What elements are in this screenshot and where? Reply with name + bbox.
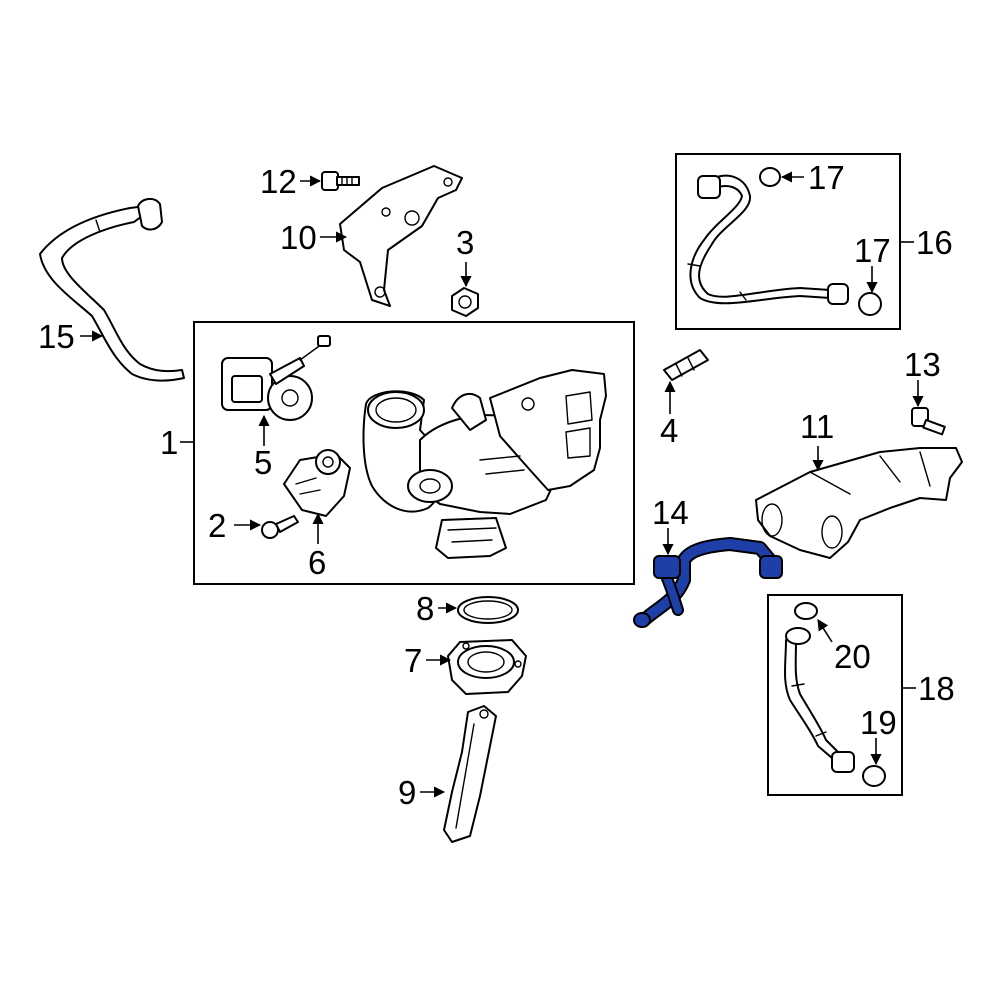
callout-11: 11 [800,408,834,445]
part-3-nut[interactable] [451,287,479,317]
part-5-actuator[interactable] [221,335,331,421]
leader-20 [817,619,833,643]
callout-2: 2 [208,507,226,544]
part-1-turbocharger[interactable] [362,369,607,559]
callout-16: 16 [916,224,953,261]
part-9-bracket[interactable] [443,705,497,843]
part-6-actuator[interactable] [283,449,351,517]
part-17-oring-bottom[interactable] [858,292,882,316]
callout-4: 4 [660,412,678,449]
part-12-bolt[interactable] [321,171,360,191]
callout-3: 3 [456,224,474,261]
part-7-flange[interactable] [447,639,527,695]
part-11-heat-shield[interactable] [755,447,963,559]
callout-17a: 17 [808,159,845,196]
part-2-bolt[interactable] [261,515,299,539]
turbo-assembly-box [193,321,635,585]
part-14-oil-line[interactable] [633,537,783,628]
callout-5: 5 [254,444,272,481]
callout-13: 13 [904,346,941,383]
part-13-bolt[interactable] [911,407,946,436]
callout-19: 19 [860,704,897,741]
callout-14: 14 [652,494,689,531]
callout-7: 7 [404,642,422,679]
callout-18: 18 [918,670,955,707]
leader-lines [80,171,924,798]
part-10-bracket[interactable] [339,165,463,307]
part-16-line[interactable] [687,174,849,305]
callout-9: 9 [398,774,416,811]
callout-8: 8 [416,590,434,627]
callout-17b: 17 [854,232,891,269]
part-18-line[interactable] [784,627,855,773]
callout-6: 6 [308,544,326,581]
part-19-oring[interactable] [862,765,886,787]
part-4-stud[interactable] [663,349,709,381]
callout-12: 12 [260,163,297,200]
callout-10: 10 [280,219,317,256]
part-17-oring-top[interactable] [759,167,781,187]
callout-20: 20 [834,638,871,675]
callout-15: 15 [38,318,75,355]
part-20-oring[interactable] [794,602,818,620]
group-18-box [767,594,903,796]
callout-labels: 1 2 3 4 5 6 7 8 9 10 11 12 13 14 15 16 1… [38,159,955,811]
part-8-gasket[interactable] [457,596,519,624]
callout-1: 1 [160,424,178,461]
